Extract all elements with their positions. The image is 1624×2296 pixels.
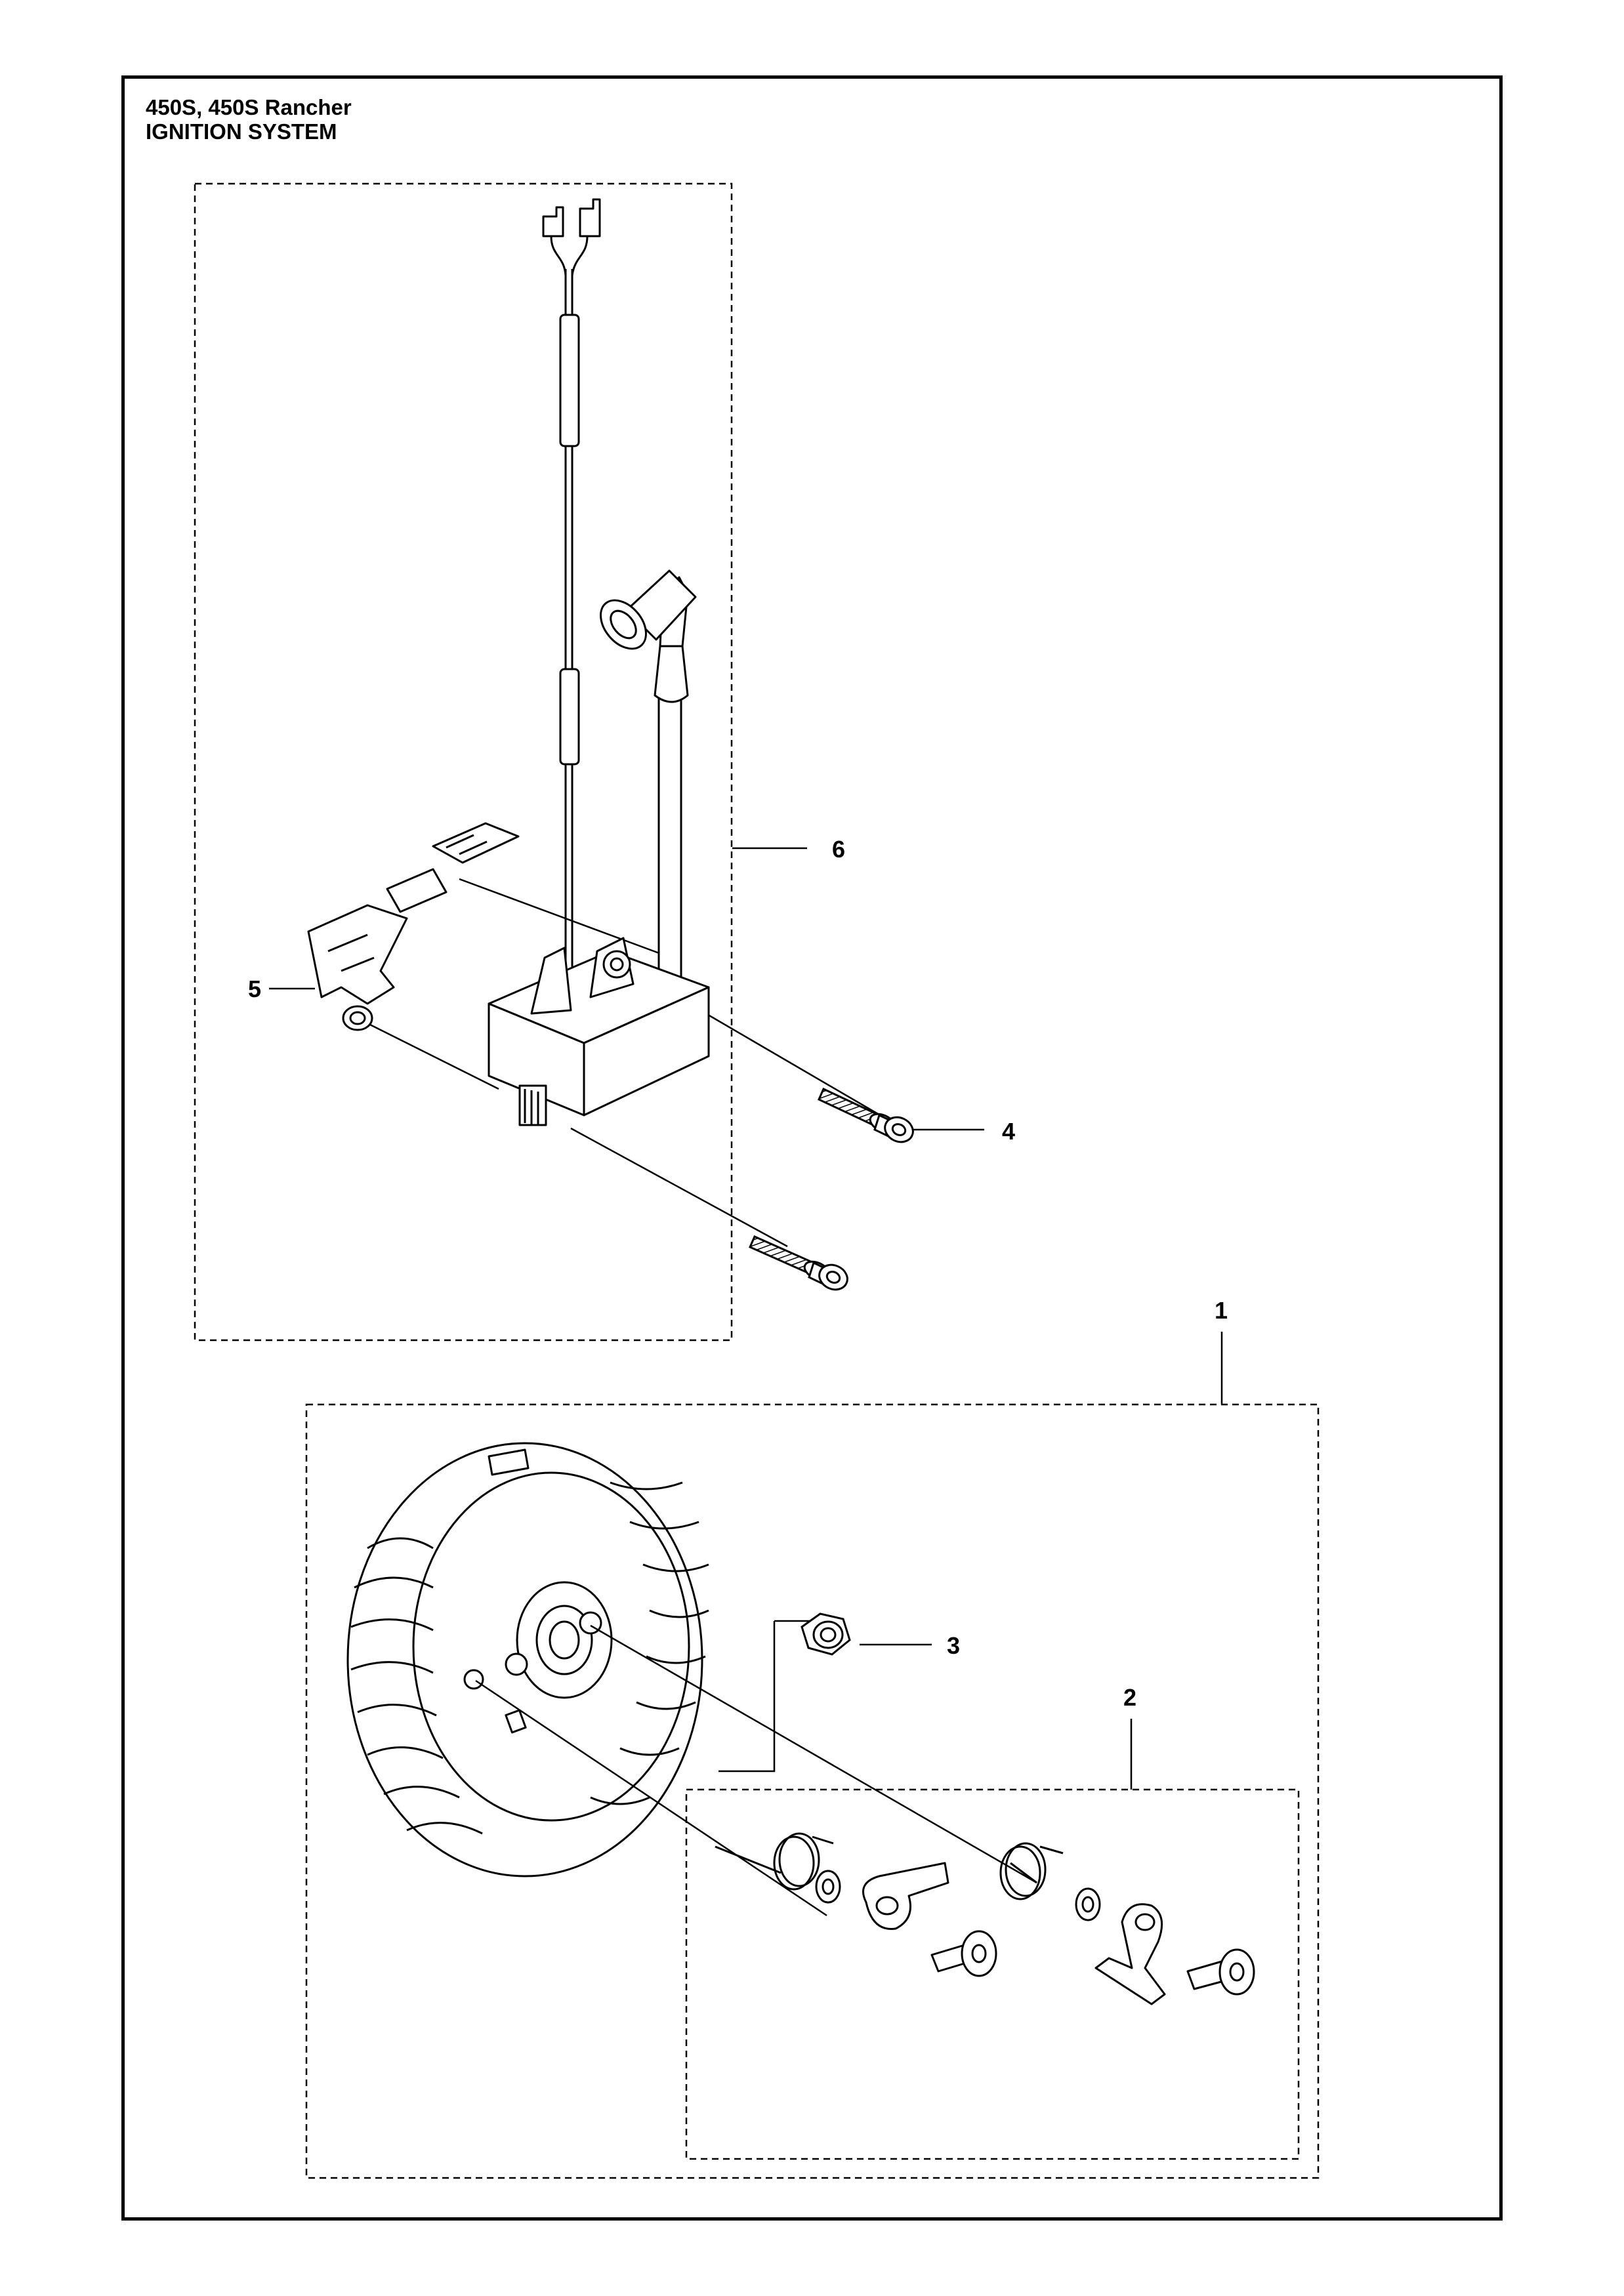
nut-axis-bracket [718, 1621, 776, 1773]
ignition-module [488, 198, 710, 1126]
ignition-module-group-box [194, 182, 733, 1342]
pawl-kit-group-box [685, 1788, 1300, 2160]
diagram-title-models: 450S, 450S Rancher [146, 95, 352, 119]
coil-bracket [307, 822, 520, 1031]
coil-screw-upper [818, 1087, 914, 1143]
diagram-title-section: IGNITION SYSTEM [146, 119, 337, 144]
callout-4: 4 [1002, 1118, 1015, 1145]
callout-1: 1 [1215, 1297, 1228, 1324]
flywheel [346, 1442, 709, 1877]
flywheel-nut [801, 1612, 851, 1656]
callout-6: 6 [832, 836, 845, 863]
pawl-kit [715, 1832, 1255, 2005]
callout-2: 2 [1123, 1684, 1136, 1711]
flywheel-group-box [305, 1403, 1320, 2179]
page-frame [121, 75, 1503, 2221]
coil-screw-lower [749, 1235, 848, 1291]
callout-3: 3 [947, 1632, 960, 1659]
callout-5: 5 [248, 975, 261, 1002]
